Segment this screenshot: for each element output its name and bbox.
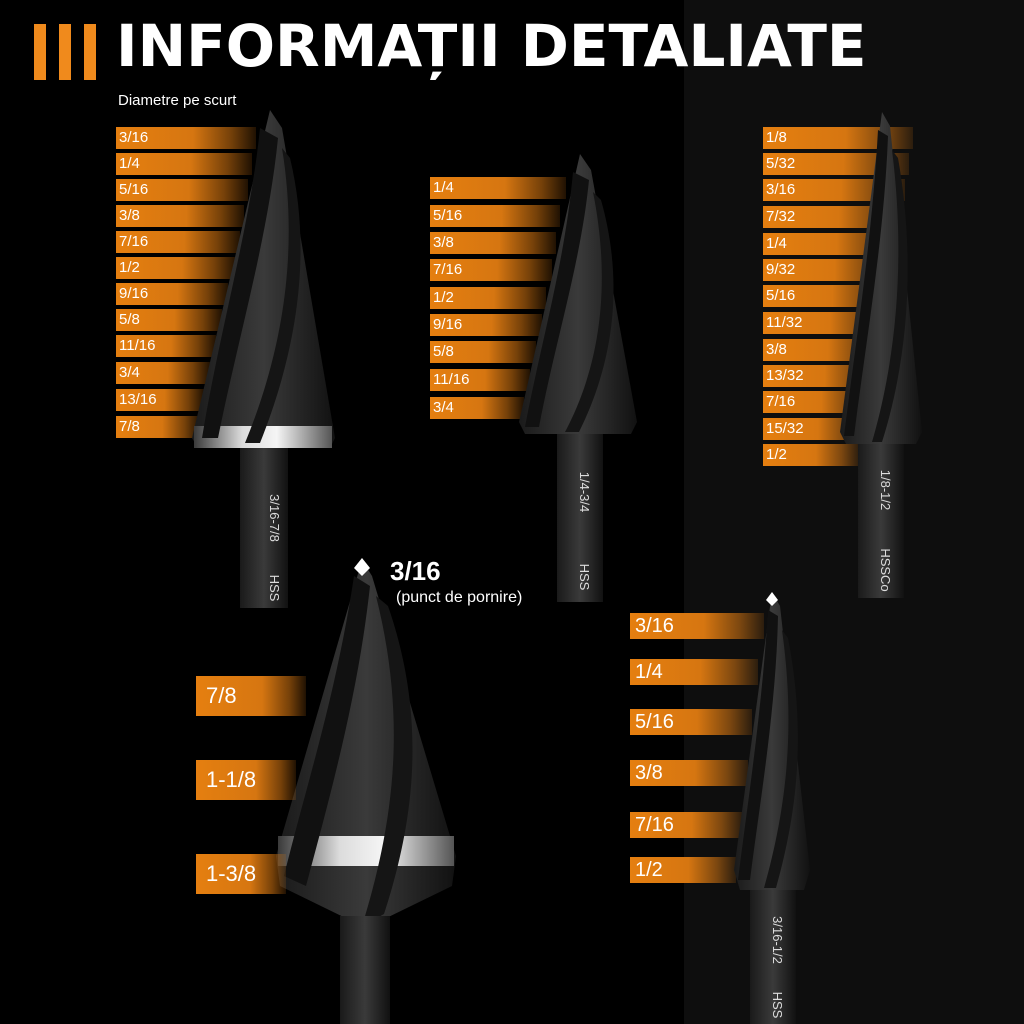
shank-size-text: 3/16-1/2: [770, 916, 785, 964]
page-title: INFORMAȚII DETALIATE: [116, 12, 867, 80]
size-label: 1-1/8: [196, 760, 296, 800]
size-label: 1/4: [630, 659, 758, 685]
shank-material-text: HSSCo: [878, 548, 893, 591]
size-label: 7/8: [116, 416, 200, 438]
shank-size-text: 1/8-1/2: [878, 470, 893, 510]
shank-size-text: 3/16-7/8: [267, 494, 282, 542]
size-label: 1-3/8: [196, 854, 286, 894]
step-drill-bit-3: 1/8-1/2 HSSCo: [840, 112, 922, 598]
size-label: 5/16: [116, 179, 248, 201]
step-drill-bit-2: 1/4-3/4 HSS: [519, 154, 637, 602]
shank-material-text: HSS: [770, 992, 785, 1019]
start-point-label: 3/16: [390, 556, 441, 586]
size-label: 5/16: [630, 709, 752, 735]
size-label: 3/16: [763, 179, 905, 201]
size-label: 11/16: [116, 335, 216, 357]
size-label: 5/8: [430, 341, 536, 363]
shank-material-text: HSS: [577, 564, 592, 591]
size-label: 1/2: [430, 287, 546, 309]
step-drill-bit-5: 3/16-1/2 HSS: [734, 592, 810, 1024]
size-label: 7/32: [763, 206, 901, 228]
size-label: 7/16: [630, 812, 742, 838]
size-label: 7/8: [196, 676, 306, 716]
size-label: 3/8: [430, 232, 556, 254]
size-label: 3/4: [116, 362, 210, 384]
size-label: 3/8: [116, 205, 244, 227]
triple-bar-icon: [34, 24, 96, 80]
size-label: 3/4: [430, 397, 524, 419]
step-drill-bit-1: 3/16-7/8 HSS: [192, 110, 335, 608]
start-point-marker: [354, 558, 370, 576]
shank-material-text: HSS: [267, 575, 282, 602]
start-point-caption: (punct de pornire): [396, 589, 523, 606]
size-label: 1/4: [430, 177, 566, 199]
size-label: 1/2: [763, 444, 859, 466]
size-label: 15/32: [763, 418, 863, 440]
size-label: 9/16: [430, 314, 542, 336]
size-label: 7/16: [116, 231, 240, 253]
size-label: 1/4: [763, 233, 897, 255]
size-label: 1/8: [763, 127, 913, 149]
shank-size-text: 1/4-3/4: [577, 472, 592, 512]
size-label: 7/16: [763, 391, 869, 413]
size-label: 5/8: [116, 309, 222, 331]
size-label: 11/16: [430, 369, 530, 391]
size-label: 1/4: [116, 153, 252, 175]
size-label: 7/16: [430, 259, 552, 281]
size-label: 13/16: [116, 389, 204, 411]
step-drill-bit-4: [276, 558, 456, 1024]
size-label: 9/32: [763, 259, 893, 281]
size-label: 1/2: [630, 857, 736, 883]
size-label: 3/16: [630, 613, 764, 639]
size-label: 9/16: [116, 283, 228, 305]
size-label: 5/32: [763, 153, 909, 175]
size-label: 3/16: [116, 127, 256, 149]
size-label: 3/8: [630, 760, 748, 786]
size-label: 5/16: [430, 205, 560, 227]
size-label: 1/2: [116, 257, 236, 279]
page-subtitle: Diametre pe scurt: [118, 92, 237, 109]
